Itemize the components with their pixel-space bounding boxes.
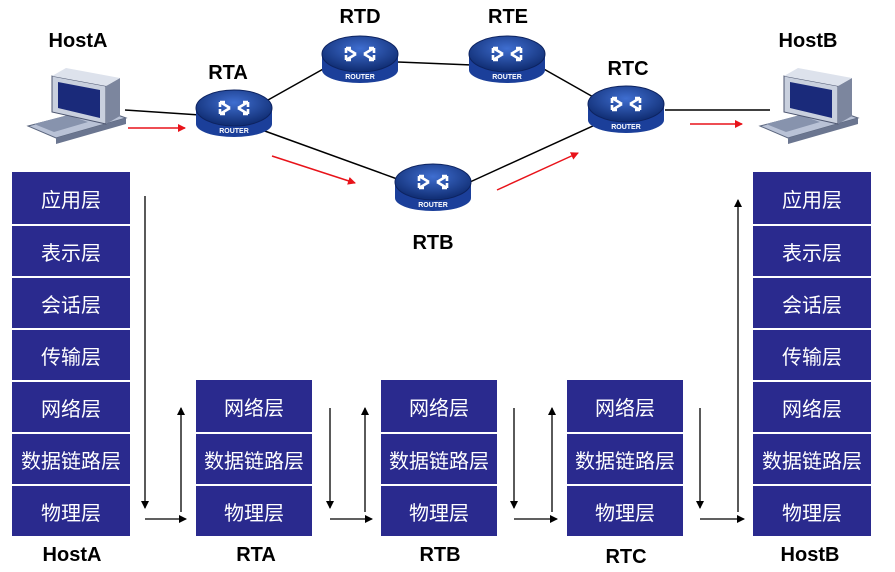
host-a-layer: 网络层 [12,380,130,432]
host-b-layer: 表示层 [753,224,871,276]
host-a-protocol-stack: 应用层表示层会话层传输层网络层数据链路层物理层 [12,172,130,536]
host-a-computer-icon [26,68,128,144]
host-b-computer-icon [758,68,860,144]
router-rta-icon: ROUTER [195,89,273,137]
router-rtc-label: RTC [607,58,649,80]
rtb-layer: 物理层 [381,484,497,536]
router-icon-text: ROUTER [345,74,375,81]
topology-graphic: ROUTER ROUTER ROUTER ROUTER ROUTER [26,35,860,211]
router-icon-text: ROUTER [219,128,249,135]
router-rtb-icon: ROUTER [394,163,472,211]
link-hosta-rta [124,109,201,116]
router-icon-text: ROUTER [492,74,522,81]
router-icon-text: ROUTER [611,124,641,131]
host-a-layer: 表示层 [12,224,130,276]
rta-layer: 数据链路层 [196,432,312,484]
flow-arrow-rtb-rtc [496,152,579,191]
host-a-stack-label: HostA [42,544,102,566]
rtc-layer: 网络层 [567,380,683,432]
host-a-layer: 物理层 [12,484,130,536]
router-rtc-icon: ROUTER [587,85,665,133]
host-b-top-label: HostB [778,30,838,52]
host-a-layer: 传输层 [12,328,130,380]
rtb-protocol-stack: 网络层数据链路层物理层 [381,380,497,536]
routers: ROUTER ROUTER ROUTER ROUTER ROUTER [195,35,665,211]
rtb-layer: 数据链路层 [381,432,497,484]
rta-layer: 网络层 [196,380,312,432]
link-rte-rtc [541,67,596,99]
host-a-top-label: HostA [48,30,108,52]
rtc-layer: 物理层 [567,484,683,536]
flow-arrows [128,120,743,191]
link-rta-rtb [261,129,401,181]
rtc-stack-label: RTC [605,546,647,568]
network-links [124,61,770,183]
router-icon-text: ROUTER [418,202,448,209]
rta-layer: 物理层 [196,484,312,536]
rtb-stack-label: RTB [419,544,461,566]
host-b-layer: 传输层 [753,328,871,380]
host-b-layer: 应用层 [753,172,871,224]
host-a-layer: 应用层 [12,172,130,224]
rtb-layer: 网络层 [381,380,497,432]
host-b-layer: 数据链路层 [753,432,871,484]
host-a-layer: 数据链路层 [12,432,130,484]
link-rtb-rtc [469,124,596,183]
router-rtd-icon: ROUTER [321,35,399,83]
host-b-layer: 会话层 [753,276,871,328]
router-rtd-label: RTD [339,6,381,28]
router-rtb-label: RTB [412,232,454,254]
rta-protocol-stack: 网络层数据链路层物理层 [196,380,312,536]
router-rta-label: RTA [208,62,248,84]
link-rta-rtd [267,67,326,101]
flow-arrow-rta-rtb [271,155,356,185]
host-b-protocol-stack: 应用层表示层会话层传输层网络层数据链路层物理层 [753,172,871,536]
host-b-layer: 网络层 [753,380,871,432]
rtc-protocol-stack: 网络层数据链路层物理层 [567,380,683,536]
router-rte-icon: ROUTER [468,35,546,83]
router-rte-label: RTE [488,6,528,28]
rta-stack-label: RTA [236,544,276,566]
rtc-layer: 数据链路层 [567,432,683,484]
host-b-stack-label: HostB [780,544,840,566]
link-rtd-rte [397,61,473,66]
host-a-layer: 会话层 [12,276,130,328]
host-b-layer: 物理层 [753,484,871,536]
